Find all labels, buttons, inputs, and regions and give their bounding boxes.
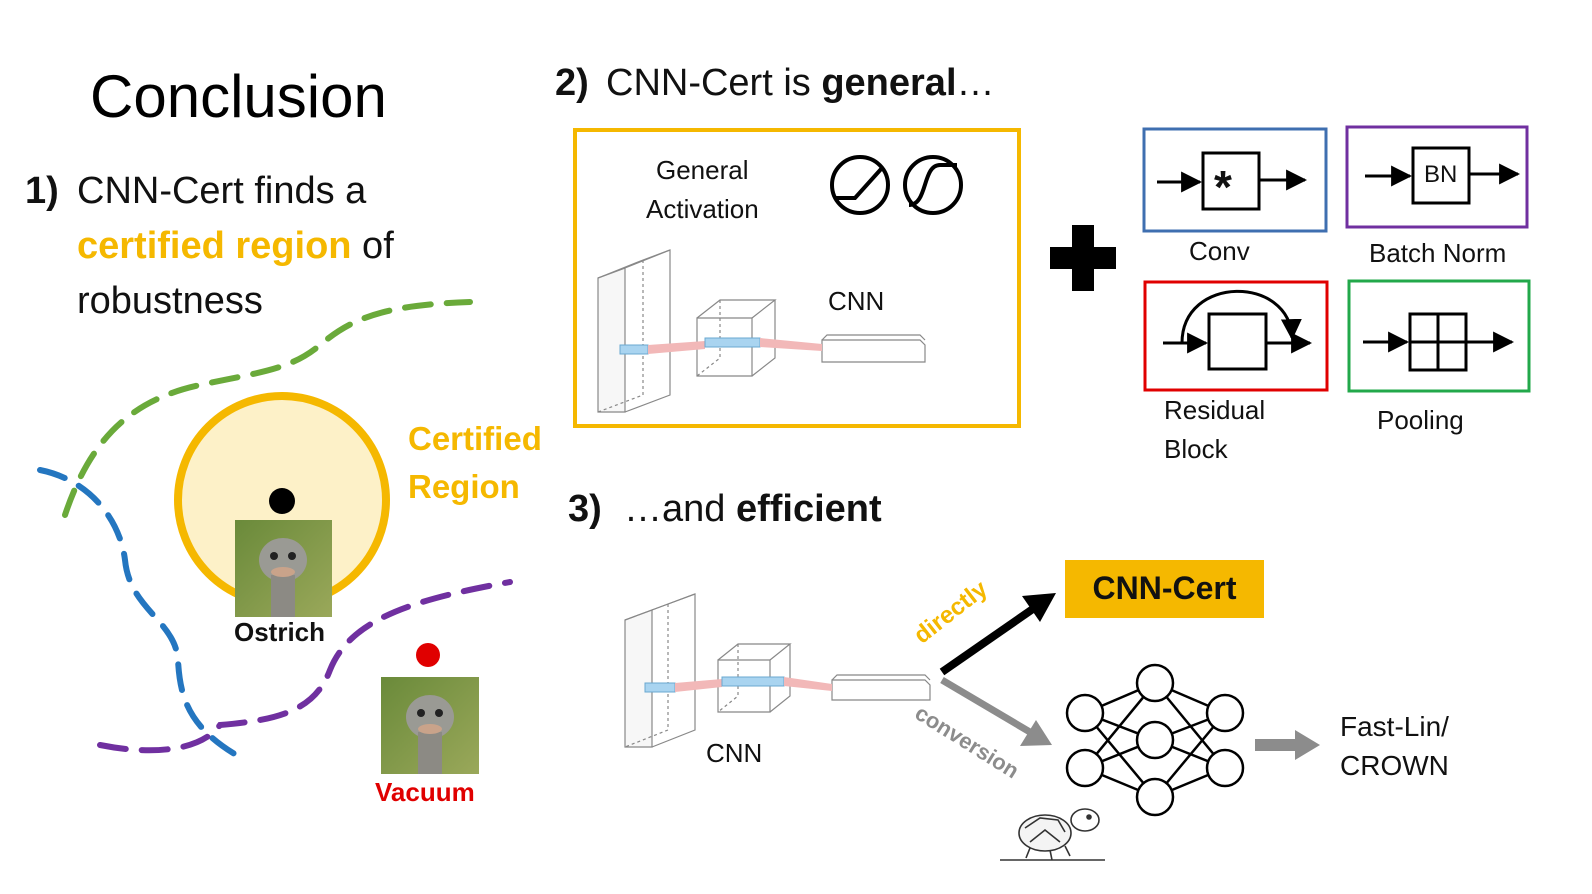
- vacuum-label: Vacuum: [375, 777, 475, 807]
- certified-region-label-line1: Certified: [408, 420, 542, 457]
- general-activation-label-line1: General: [656, 155, 749, 185]
- conv-label: Conv: [1189, 236, 1250, 266]
- page-title: Conclusion: [90, 63, 387, 130]
- turtle-icon: [1000, 808, 1105, 861]
- sigmoid-activation-icon: [903, 155, 963, 215]
- pooling-label: Pooling: [1377, 405, 1464, 435]
- vacuum-point: [416, 643, 440, 667]
- batchnorm-block-box: [1345, 125, 1529, 229]
- point2-text-bold: general: [821, 62, 957, 104]
- vacuum-ostrich-photo: [381, 677, 479, 774]
- residual-label-line1: Residual: [1164, 395, 1266, 425]
- point2-text-post: …: [956, 62, 995, 104]
- point1-line2-rest: of: [351, 225, 394, 267]
- cnn-sketch-top: [597, 249, 926, 413]
- residual-block-box: [1143, 280, 1329, 392]
- bn-symbol: BN: [1424, 161, 1458, 188]
- conv-symbol: *: [1214, 161, 1232, 213]
- cnn-label-bottom: CNN: [706, 738, 763, 768]
- point2-text-pre: CNN-Cert is: [606, 62, 822, 104]
- point3-text: …and efficient: [624, 488, 882, 531]
- green-decision-boundary: [62, 299, 473, 518]
- conversion-arrow: [940, 676, 1037, 739]
- ostrich-point: [269, 488, 295, 514]
- ostrich-label: Ostrich: [234, 617, 326, 647]
- relu-activation-icon: [830, 155, 890, 215]
- plus-icon: [1050, 225, 1116, 291]
- cnn-label-top: CNN: [828, 286, 885, 316]
- ostrich-photo: [235, 520, 332, 617]
- cnn-sketch-bottom: [624, 593, 931, 748]
- fastlin-arrow: [1255, 739, 1295, 751]
- purple-decision-boundary: [97, 579, 513, 754]
- residual-label-line2: Block: [1164, 434, 1228, 464]
- general-activation-box: [573, 128, 1021, 428]
- fastlin-label-line2: CROWN: [1340, 750, 1449, 781]
- cnn-cert-label: CNN-Cert: [1092, 570, 1237, 606]
- point1-line3: robustness: [77, 280, 263, 322]
- point3-number: 3): [568, 488, 602, 530]
- pooling-block-box: [1347, 279, 1531, 393]
- neural-network-graph: [1065, 663, 1245, 817]
- directly-arrow: [939, 600, 1043, 676]
- point2-number: 2): [555, 62, 589, 104]
- certified-region-highlight: certified region: [77, 225, 352, 267]
- cnn-cert-box: [1065, 560, 1264, 618]
- general-activation-label-line2: Activation: [646, 194, 759, 224]
- point3-text-bold: efficient: [735, 488, 882, 530]
- point3-text-pre: …and: [624, 488, 736, 530]
- point1-line2: certified region of: [77, 225, 394, 268]
- conv-block-box: [1142, 127, 1328, 233]
- point1-number: 1): [25, 170, 59, 212]
- blue-decision-boundary: [37, 467, 248, 763]
- batchnorm-label: Batch Norm: [1369, 238, 1507, 268]
- certified-region-label-line2: Region: [408, 468, 520, 505]
- point2-text: CNN-Cert is general…: [606, 62, 995, 105]
- point1-line1: CNN-Cert finds a: [77, 170, 367, 212]
- fastlin-label-line1: Fast-Lin/: [1340, 711, 1449, 742]
